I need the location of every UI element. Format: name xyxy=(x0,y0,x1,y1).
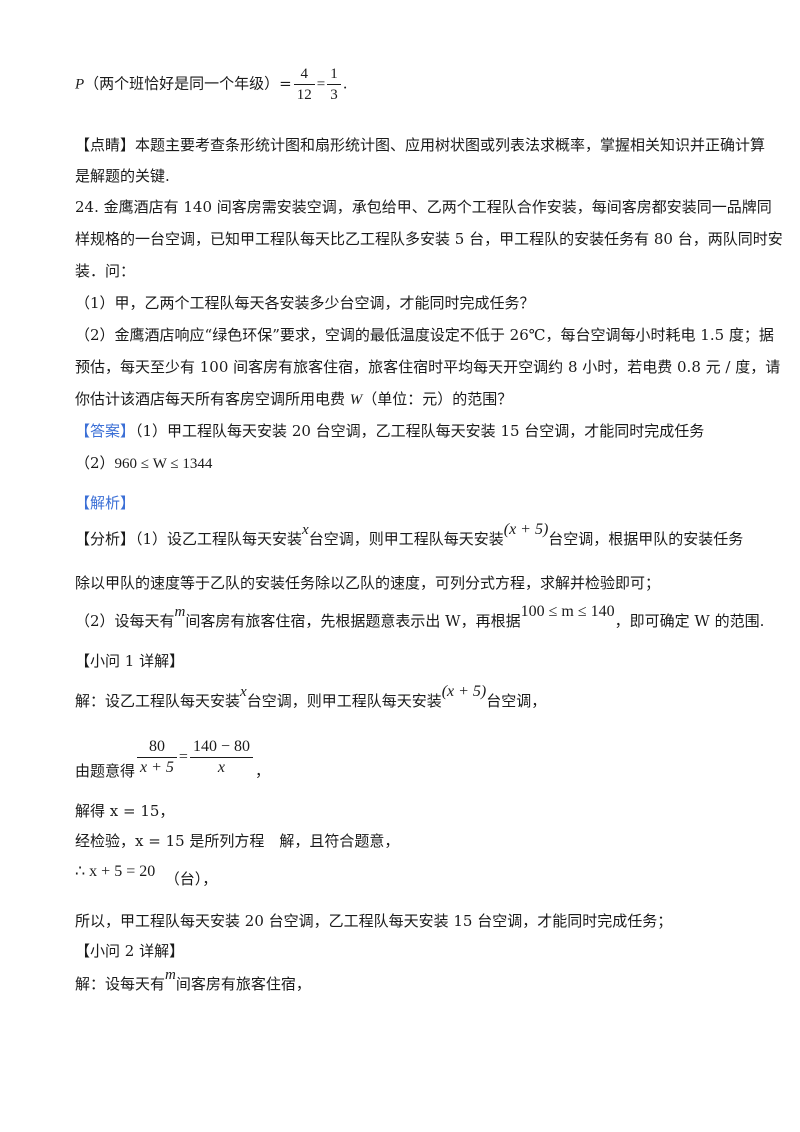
part-1-therefore: ∴ x + 5 = 20 （台）， xyxy=(75,860,217,888)
problem-line-1: 24. 金鹰酒店有 140 间客房需安装空调，承包给甲、乙两个工程队合作安装，每… xyxy=(75,198,772,216)
solution-text: 解：设乙工程队每天安装 xyxy=(75,692,241,710)
comment-line-2: 是解题的关键. xyxy=(75,167,170,185)
answer-2-range: 960 ≤ W ≤ 1344 xyxy=(114,456,213,472)
solution-text: 间客房有旅客住宿， xyxy=(175,975,311,993)
fraction-numerator: 140 − 80 xyxy=(189,737,253,758)
fraction-numerator: 80 xyxy=(137,737,177,758)
variable-x: x xyxy=(302,522,309,538)
part-2-setup: 解：设每天有m间客房有旅客住宿， xyxy=(75,967,311,996)
analysis-text: 台空调，则甲工程队每天安装 xyxy=(308,530,504,548)
prob-symbol: P xyxy=(75,76,85,93)
fraction-denominator: x + 5 xyxy=(140,759,174,776)
analysis-tag: 【解析】 xyxy=(75,494,136,512)
analysis-line-3: （2）设每天有m间客房有旅客住宿，先根据题意表示出 W，再根据100 ≤ m ≤… xyxy=(75,603,765,633)
question-2-line-1: （2）金鹰酒店响应“绿色环保”要求，空调的最低温度设定不低于 26℃，每台空调每… xyxy=(75,326,774,344)
expression-x-plus-5: (x + 5) xyxy=(503,521,549,538)
fraction-denominator: x xyxy=(217,759,226,776)
comma: ， xyxy=(254,761,270,780)
equals-sign: = xyxy=(316,76,326,93)
part-1-conclusion: 所以，甲工程队每天安装 20 台空调，乙工程队每天安装 15 台空调，才能同时完… xyxy=(75,912,673,930)
therefore-expression: ∴ x + 5 = 20 xyxy=(75,863,156,880)
equals-sign: = xyxy=(178,748,188,766)
part-1-setup: 解：设乙工程队每天安装x台空调，则甲工程队每天安装(x + 5)台空调， xyxy=(75,683,547,713)
question-2-text-end: （单位：元）的范围？ xyxy=(362,390,513,408)
variable-m: m xyxy=(174,604,186,620)
fraction-numerator: 1 xyxy=(327,64,341,85)
question-2-text: 你估计该酒店每天所有客房空调所用电费 xyxy=(75,390,350,408)
answer-2: （2）960 ≤ W ≤ 1344 xyxy=(75,452,212,475)
comment-line-1: 【点睛】本题主要考查条形统计图和扇形统计图、应用树状图或列表法求概率，掌握相关知… xyxy=(75,136,766,154)
analysis-text: ，即可确定 W 的范围. xyxy=(614,612,765,630)
analysis-text: 台空调，根据甲队的安装任务 xyxy=(548,530,744,548)
equation-label: 由题意得 xyxy=(75,761,136,780)
analysis-text: 间客房有旅客住宿，先根据题意表示出 W，再根据 xyxy=(185,612,521,630)
answer-1: 【答案】（1）甲工程队每天安装 20 台空调，乙工程队每天安装 15 台空调，才… xyxy=(75,420,704,442)
part-1-solve: 解得 x = 15， xyxy=(75,802,175,820)
analysis-text: （2）设每天有 xyxy=(75,612,175,630)
part-1-check: 经检验，x = 15 是所列方程 解，且符合题意， xyxy=(75,832,400,850)
problem-line-2: 样规格的一台空调，已知甲工程队每天比乙工程队多安装 5 台，甲工程队的安装任务有… xyxy=(75,230,783,248)
fraction-denominator: 12 xyxy=(296,87,312,103)
variable-x: x xyxy=(240,684,247,700)
expression-x-plus-5: (x + 5) xyxy=(441,683,487,700)
question-2-line-2: 预估，每天至少有 100 间客房有旅客住宿，旅客住宿时平均每天开空调约 8 小时… xyxy=(75,358,781,376)
part-1-tag: 【小问 1 详解】 xyxy=(75,652,185,670)
question-2-line-3: 你估计该酒店每天所有客房空调所用电费 W（单位：元）的范围？ xyxy=(75,388,512,411)
period: . xyxy=(342,74,348,93)
prob-event: （两个班恰好是同一个年级）= xyxy=(84,74,292,93)
analysis-line-1: 【分析】（1）设乙工程队每天安装x台空调，则甲工程队每天安装(x + 5)台空调… xyxy=(75,521,744,551)
problem-line-3: 装．问： xyxy=(75,262,136,280)
answer-2-number: （2） xyxy=(75,454,115,472)
fraction-numerator: 4 xyxy=(293,64,315,85)
variable-m: m xyxy=(165,967,176,983)
question-1: （1）甲，乙两个工程队每天各安装多少台空调，才能同时完成任务？ xyxy=(75,294,535,312)
variable-w: W xyxy=(349,392,363,408)
solution-text: 解：设每天有 xyxy=(75,975,166,993)
answer-tag: 【答案】 xyxy=(75,422,136,440)
solution-text: 台空调，则甲工程队每天安装 xyxy=(246,692,442,710)
analysis-line-2: 除以甲队的速度等于乙队的安装任务除以乙队的速度，可列分式方程，求解并检验即可； xyxy=(75,574,661,592)
fraction-denominator: 3 xyxy=(330,87,338,103)
solution-text: 台空调， xyxy=(486,692,547,710)
answer-1-text: （1）甲工程队每天安装 20 台空调，乙工程队每天安装 15 台空调，才能同时完… xyxy=(135,422,705,440)
part-2-tag: 【小问 2 详解】 xyxy=(75,942,185,960)
analysis-text: 【分析】（1）设乙工程队每天安装 xyxy=(75,530,303,548)
unit-tai: （台）， xyxy=(164,870,218,888)
range-m: 100 ≤ m ≤ 140 xyxy=(520,603,615,620)
